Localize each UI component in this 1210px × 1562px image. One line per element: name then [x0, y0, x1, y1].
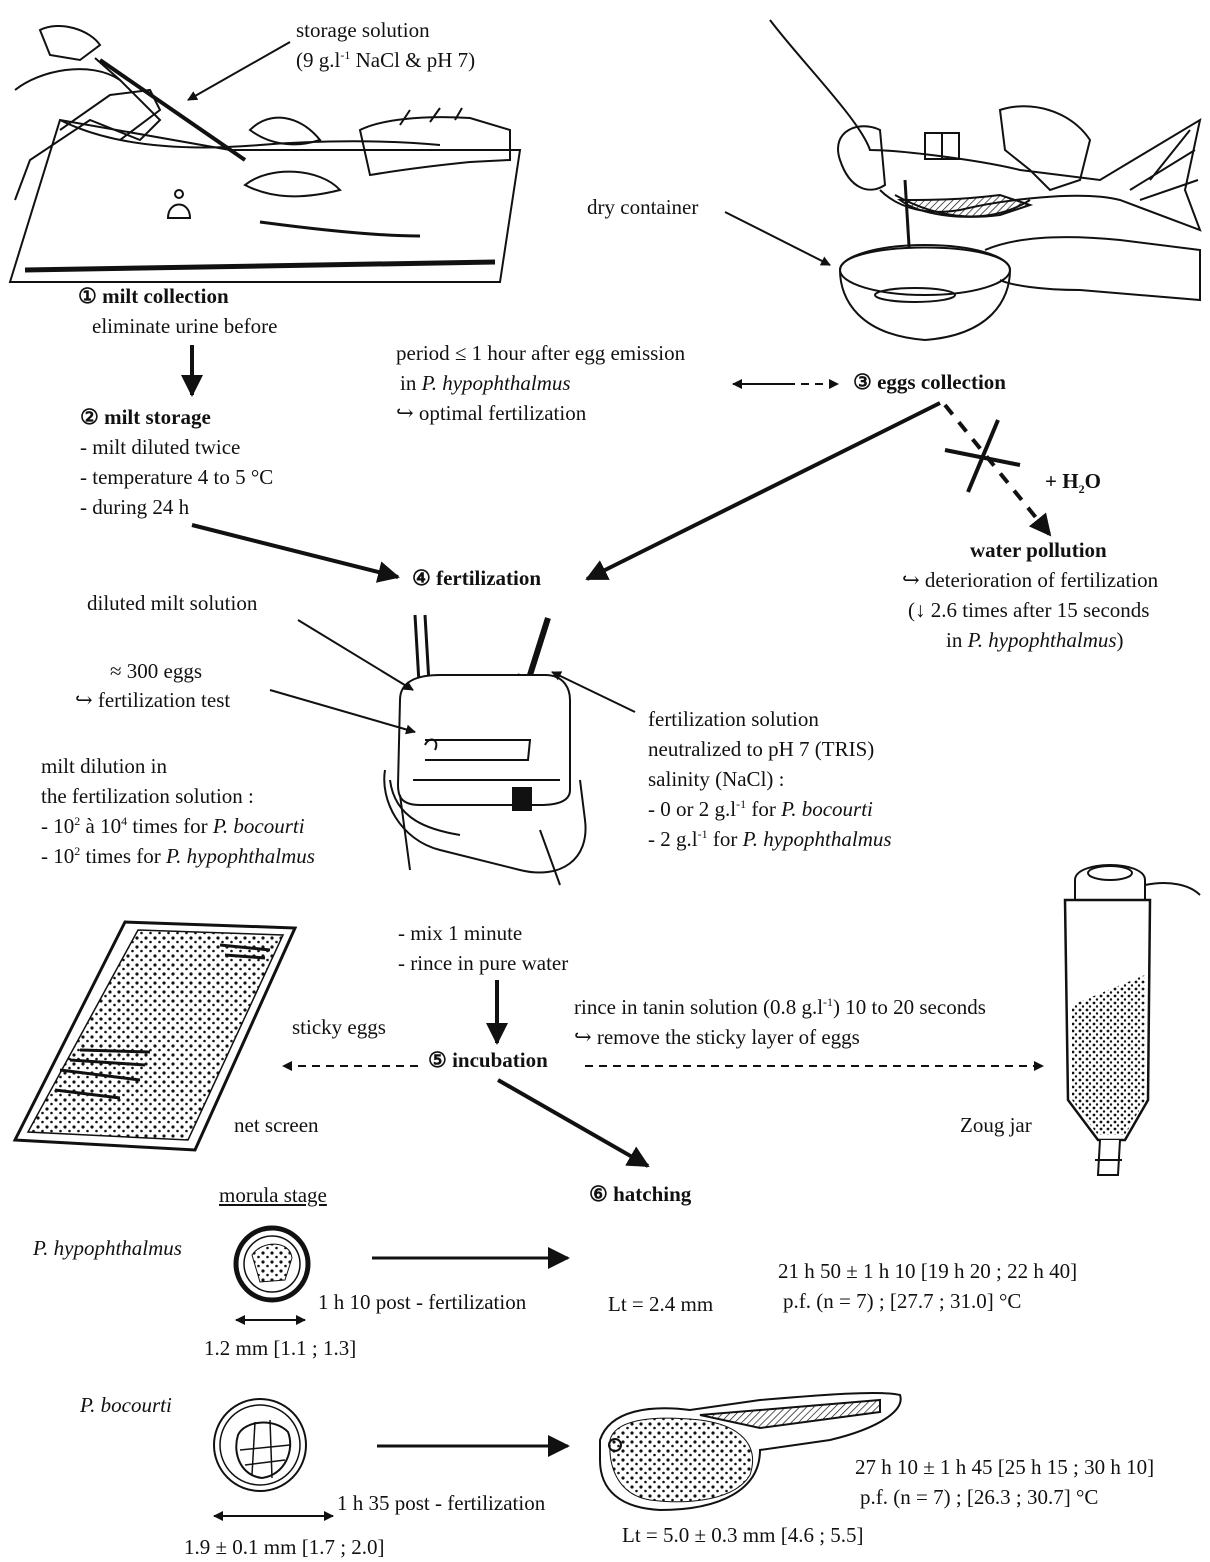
step-1-title: ① milt collection [78, 281, 229, 311]
diluted-milt-label: diluted milt solution [87, 588, 257, 618]
step-6-title: ⑥ hatching [589, 1179, 691, 1209]
boco-hatch-time: 27 h 10 ± 1 h 45 [25 h 15 ; 30 h 10] [855, 1452, 1154, 1482]
step-3-title: ③ eggs collection [853, 367, 1006, 397]
water-pollution-effect: ↪ deterioration of fertilization (↓ 2.6 … [902, 565, 1158, 655]
fertilization-solution-note: fertilization solution neutralized to pH… [648, 704, 892, 854]
arrow-5-to-6 [498, 1080, 648, 1166]
arrow-3-to-4 [587, 403, 940, 579]
hypo-larva-length: Lt = 2.4 mm [608, 1289, 713, 1319]
sticky-eggs-label: sticky eggs [292, 1012, 386, 1042]
fertilization-test-label: ↪ fertilization test [75, 685, 230, 715]
eggs-collection-illustration [770, 20, 1200, 340]
dry-container-label: dry container [587, 192, 698, 222]
h2o-label: + H2O [1045, 466, 1101, 496]
storage-solution-label: storage solution (9 g.l-1 NaCl & pH 7) [296, 15, 475, 75]
period-note: period ≤ 1 hour after egg emission in P.… [396, 338, 685, 428]
species-hypophthalmus: P. hypophthalmus [33, 1233, 182, 1263]
hypo-hatch-time: 21 h 50 ± 1 h 10 [19 h 20 ; 22 h 40] [778, 1256, 1077, 1286]
mix-rinse-note: - mix 1 minute - rince in pure water [398, 918, 568, 978]
hypo-morula-time: 1 h 10 post - fertilization [318, 1287, 526, 1317]
tanin-note: rince in tanin solution (0.8 g.l-1) 10 t… [574, 992, 986, 1052]
boco-egg-size: 1.9 ± 0.1 mm [1.7 ; 2.0] [184, 1532, 385, 1562]
step-1-note: eliminate urine before [92, 311, 277, 341]
egg-morula-hypophthalmus [236, 1228, 308, 1300]
step-2-items: - milt diluted twice - temperature 4 to … [80, 432, 273, 522]
boco-hatch-temp: p.f. (n = 7) ; [26.3 ; 30.7] °C [860, 1482, 1098, 1512]
arrow-diluted-milt [298, 620, 413, 690]
fertilization-beaker-illustration [384, 615, 585, 885]
arrow-storage-solution [188, 42, 290, 100]
zoug-jar-label: Zoug jar [960, 1110, 1032, 1140]
egg-morula-bocourti [214, 1399, 306, 1491]
step-4-title: ④ fertilization [412, 563, 541, 593]
milt-dilution-note: milt dilution in the fertilization solut… [41, 751, 315, 871]
step-2-title: ② milt storage [80, 402, 211, 432]
hypo-egg-size: 1.2 mm [1.1 ; 1.3] [204, 1333, 356, 1363]
arrow-dry-container [725, 212, 830, 265]
morula-stage-heading: morula stage [219, 1180, 327, 1210]
step-5-title: ⑤ incubation [428, 1045, 548, 1075]
arrow-300-eggs [270, 690, 415, 732]
species-bocourti: P. bocourti [80, 1390, 172, 1420]
boco-larva-length: Lt = 5.0 ± 0.3 mm [4.6 ; 5.5] [622, 1520, 864, 1550]
arrow-2-to-4 [192, 525, 398, 577]
water-pollution-title: water pollution [970, 535, 1107, 565]
net-screen-label: net screen [234, 1110, 319, 1140]
hypo-hatch-temp: p.f. (n = 7) ; [27.7 ; 31.0] °C [783, 1286, 1021, 1316]
eggs-300-label: ≈ 300 eggs [110, 656, 202, 686]
zoug-jar-illustration [1065, 865, 1200, 1175]
boco-morula-time: 1 h 35 post - fertilization [337, 1488, 545, 1518]
